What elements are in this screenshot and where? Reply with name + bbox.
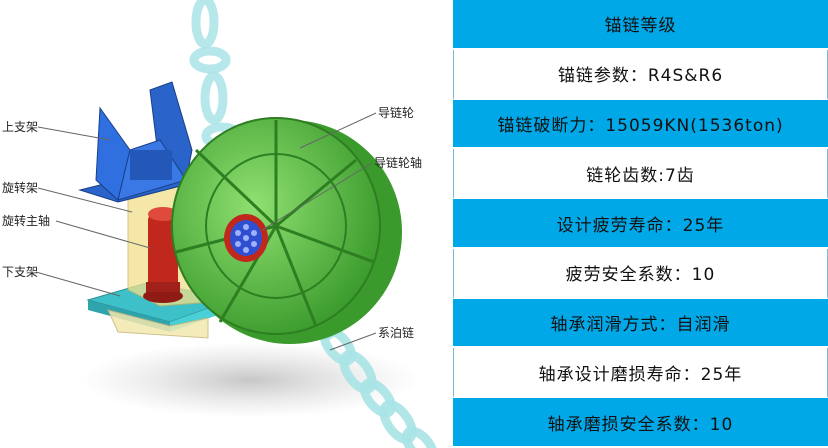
upper-bracket [78,81,198,203]
label-upper-bracket: 上支架 [2,120,39,134]
label-fairlead-wheel-shaft: 导链轮轴 [374,156,423,170]
label-fairlead-wheel: 导链轮 [378,106,415,120]
spec-row-chain-params: 锚链参数：R4S&R6 [453,49,828,100]
fairlead-illustration: 上支架 旋转架 旋转主轴 下支架 导链轮 导链轮轴 系泊链 [2,0,438,448]
label-swivel-frame: 旋转架 [2,181,39,195]
spec-row-chain-grade: 锚链等级 [453,0,828,50]
chain-upper [189,0,243,150]
label-mooring-chain: 系泊链 [378,326,415,340]
spec-row-fatigue-life: 设计疲劳寿命：25年 [453,199,828,249]
swivel-main-shaft [143,207,183,303]
fairlead-wheel-shaft [224,214,268,262]
spec-row-sprocket-teeth: 链轮齿数:7齿 [453,149,828,200]
fairlead-3d-model [35,0,438,448]
spec-row-bearing-lubrication: 轴承润滑方式：自润滑 [453,298,828,349]
spec-row-bearing-wear-safety-factor: 轴承磨损安全系数：10 [453,398,828,448]
label-lower-bracket: 下支架 [2,265,39,279]
spec-row-breaking-load: 锚链破断力：15059KN(1536ton) [453,99,828,150]
spec-row-bearing-wear-life: 轴承设计磨损寿命：25年 [453,348,828,399]
fairlead-wheel [171,117,402,344]
label-swivel-main-shaft: 旋转主轴 [2,214,51,228]
spec-table: 锚链等级 锚链参数：R4S&R6 锚链破断力：15059KN(1536ton) … [452,0,828,448]
spec-row-fatigue-safety-factor: 疲劳安全系数：10 [453,248,828,299]
leader-lines [35,112,377,351]
